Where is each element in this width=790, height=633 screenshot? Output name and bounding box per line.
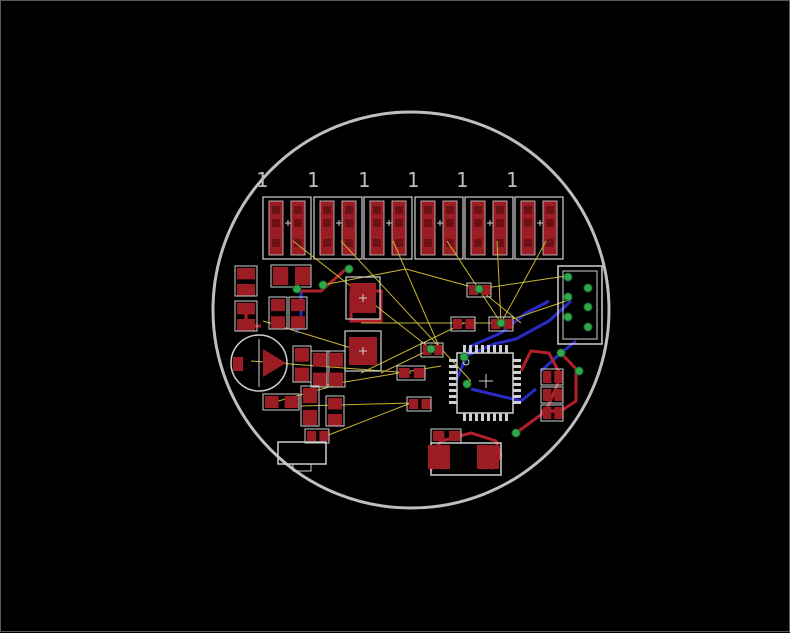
via-icon — [496, 318, 506, 328]
mcu-pin — [449, 401, 457, 404]
pin1-label: 1 — [506, 168, 518, 192]
smd-component[interactable] — [310, 350, 330, 388]
mcu-pin — [449, 365, 457, 368]
smd-component[interactable] — [406, 396, 432, 412]
mcu-pin — [449, 383, 457, 386]
smd-component[interactable] — [234, 265, 258, 297]
via-icon — [563, 312, 573, 322]
connector-block[interactable] — [262, 196, 312, 260]
connector-block[interactable] — [414, 196, 464, 260]
via-icon — [318, 280, 328, 290]
via-icon — [344, 264, 354, 274]
via-icon — [583, 322, 593, 332]
board-outline — [211, 110, 611, 510]
smd-component[interactable] — [270, 264, 312, 288]
mcu-pin — [513, 395, 521, 398]
smd-component[interactable] — [540, 368, 564, 386]
smd-component[interactable] — [234, 300, 258, 332]
mcu-pin — [449, 377, 457, 380]
mcu-pin — [463, 413, 466, 421]
battery-holder[interactable] — [230, 334, 288, 392]
smd-component[interactable] — [344, 330, 382, 372]
connector-pin-labels: 1 1 1 1 1 1 — [256, 168, 518, 192]
smd-component[interactable] — [488, 316, 514, 332]
via-icon — [474, 284, 484, 294]
mcu-pin — [449, 371, 457, 374]
mcu-pin — [499, 345, 502, 353]
smd-component[interactable] — [540, 386, 564, 404]
via-icon — [563, 292, 573, 302]
smd-component[interactable] — [300, 385, 320, 427]
via-icon — [563, 272, 573, 282]
pin1-label: 1 — [407, 168, 419, 192]
mcu-pin — [513, 383, 521, 386]
mcu-pin — [469, 345, 472, 353]
mcu-pin — [469, 413, 472, 421]
mcu-pin — [505, 413, 508, 421]
mcu-pin — [481, 413, 484, 421]
mcu-pin — [513, 377, 521, 380]
via-icon — [556, 348, 566, 358]
mcu-pin — [513, 365, 521, 368]
smd-component[interactable] — [292, 345, 312, 383]
mcu-pin — [513, 389, 521, 392]
mcu-pin — [481, 345, 484, 353]
mcu-pin — [505, 345, 508, 353]
regulator[interactable] — [428, 442, 502, 476]
smd-component[interactable] — [288, 296, 308, 330]
mcu-pin — [487, 345, 490, 353]
via-icon — [459, 352, 469, 362]
smd-component[interactable] — [540, 404, 564, 422]
components[interactable] — [234, 264, 564, 444]
connector-block[interactable] — [464, 196, 514, 260]
via-icon — [574, 366, 584, 376]
via-icon — [426, 344, 436, 354]
via-icon — [292, 284, 302, 294]
pin1-label: 1 — [358, 168, 370, 192]
mcu-pin — [499, 413, 502, 421]
mcu-pin — [449, 395, 457, 398]
mcu-pin — [475, 413, 478, 421]
mcu-pin — [493, 413, 496, 421]
smd-component[interactable] — [268, 296, 288, 330]
connector-block[interactable] — [363, 196, 413, 260]
smd-component[interactable] — [304, 428, 330, 444]
mcu-pin — [475, 345, 478, 353]
smd-component[interactable] — [396, 365, 426, 381]
microcontroller-chip[interactable] — [449, 345, 521, 421]
vias — [292, 264, 593, 438]
mcu-pin — [449, 359, 457, 362]
mcu-pin — [513, 371, 521, 374]
smd-component[interactable] — [345, 276, 381, 320]
smd-component[interactable] — [262, 393, 300, 411]
via-icon — [583, 302, 593, 312]
via-icon — [462, 379, 472, 389]
smd-component[interactable] — [326, 350, 346, 388]
isp-header[interactable] — [557, 265, 603, 345]
via-icon — [511, 428, 521, 438]
smd-component[interactable] — [450, 316, 476, 332]
via-icon — [583, 283, 593, 293]
mcu-pin — [513, 359, 521, 362]
top-connectors[interactable] — [262, 196, 564, 260]
mcu-pin — [513, 401, 521, 404]
mcu-pin — [493, 345, 496, 353]
mcu-pin — [463, 345, 466, 353]
switch[interactable] — [277, 441, 327, 472]
pin1-label: 1 — [456, 168, 468, 192]
smd-component[interactable] — [466, 282, 492, 298]
mcu-pin — [487, 413, 490, 421]
connector-block[interactable] — [313, 196, 363, 260]
smd-component[interactable] — [325, 395, 345, 427]
connector-block[interactable] — [514, 196, 564, 260]
pin1-label: 1 — [307, 168, 319, 192]
mcu-pin — [449, 389, 457, 392]
pin1-label: 1 — [256, 168, 268, 192]
